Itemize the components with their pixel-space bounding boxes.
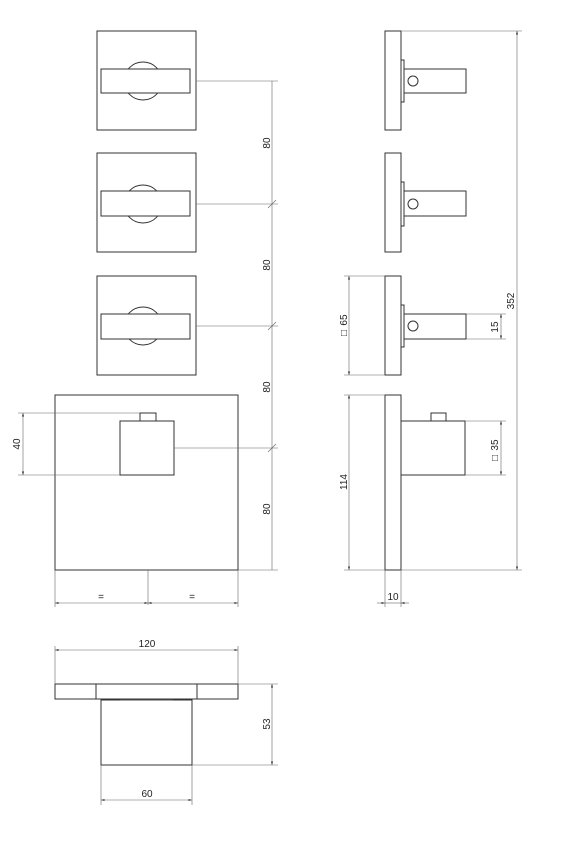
- dim-total-width: 120: [139, 639, 156, 650]
- block-side-dimension: [465, 420, 506, 476]
- dim-spacing-1: 80: [262, 137, 273, 149]
- dim-panel-thickness: 10: [387, 592, 399, 603]
- lever-width-dimension: [466, 313, 506, 340]
- panel-thickness-dimension: [377, 570, 409, 607]
- dim-block-width: 40: [12, 438, 23, 450]
- dim-spacing-3: 80: [262, 381, 273, 393]
- dim-spacing-4: 80: [262, 503, 273, 515]
- dim-spacing-2: 80: [262, 259, 273, 271]
- total-height-dimension: [401, 30, 522, 571]
- dim-block-side: 35: [490, 439, 501, 451]
- dim-equal-left: =: [98, 592, 104, 603]
- plate-side-dimension: [344, 275, 385, 376]
- side-plate-1: [384, 30, 467, 131]
- dim-block-side-symbol: □: [490, 455, 501, 461]
- dim-plate-side: 65: [339, 314, 350, 326]
- spacing-dimension-chain: [174, 80, 278, 571]
- side-plate-2: [384, 152, 467, 253]
- block-width-dimension: [18, 412, 140, 476]
- dim-equal-right: =: [189, 592, 195, 603]
- dim-body-width: 60: [141, 789, 153, 800]
- dim-lever-width: 15: [490, 321, 501, 333]
- dim-panel-height: 114: [339, 474, 350, 490]
- front-plate-1: [96, 30, 197, 131]
- dim-plate-side-symbol: □: [339, 330, 350, 336]
- front-panel: [54, 394, 239, 605]
- front-plate-2: [96, 152, 197, 253]
- front-plate-3: [96, 275, 197, 376]
- side-plate-3: [384, 275, 467, 376]
- dim-total-height: 352: [506, 292, 517, 309]
- side-panel: [384, 394, 466, 571]
- dim-depth: 53: [262, 718, 273, 730]
- top-view: [54, 646, 278, 805]
- panel-height-dimension: [344, 394, 385, 571]
- equal-dimension: [54, 570, 239, 607]
